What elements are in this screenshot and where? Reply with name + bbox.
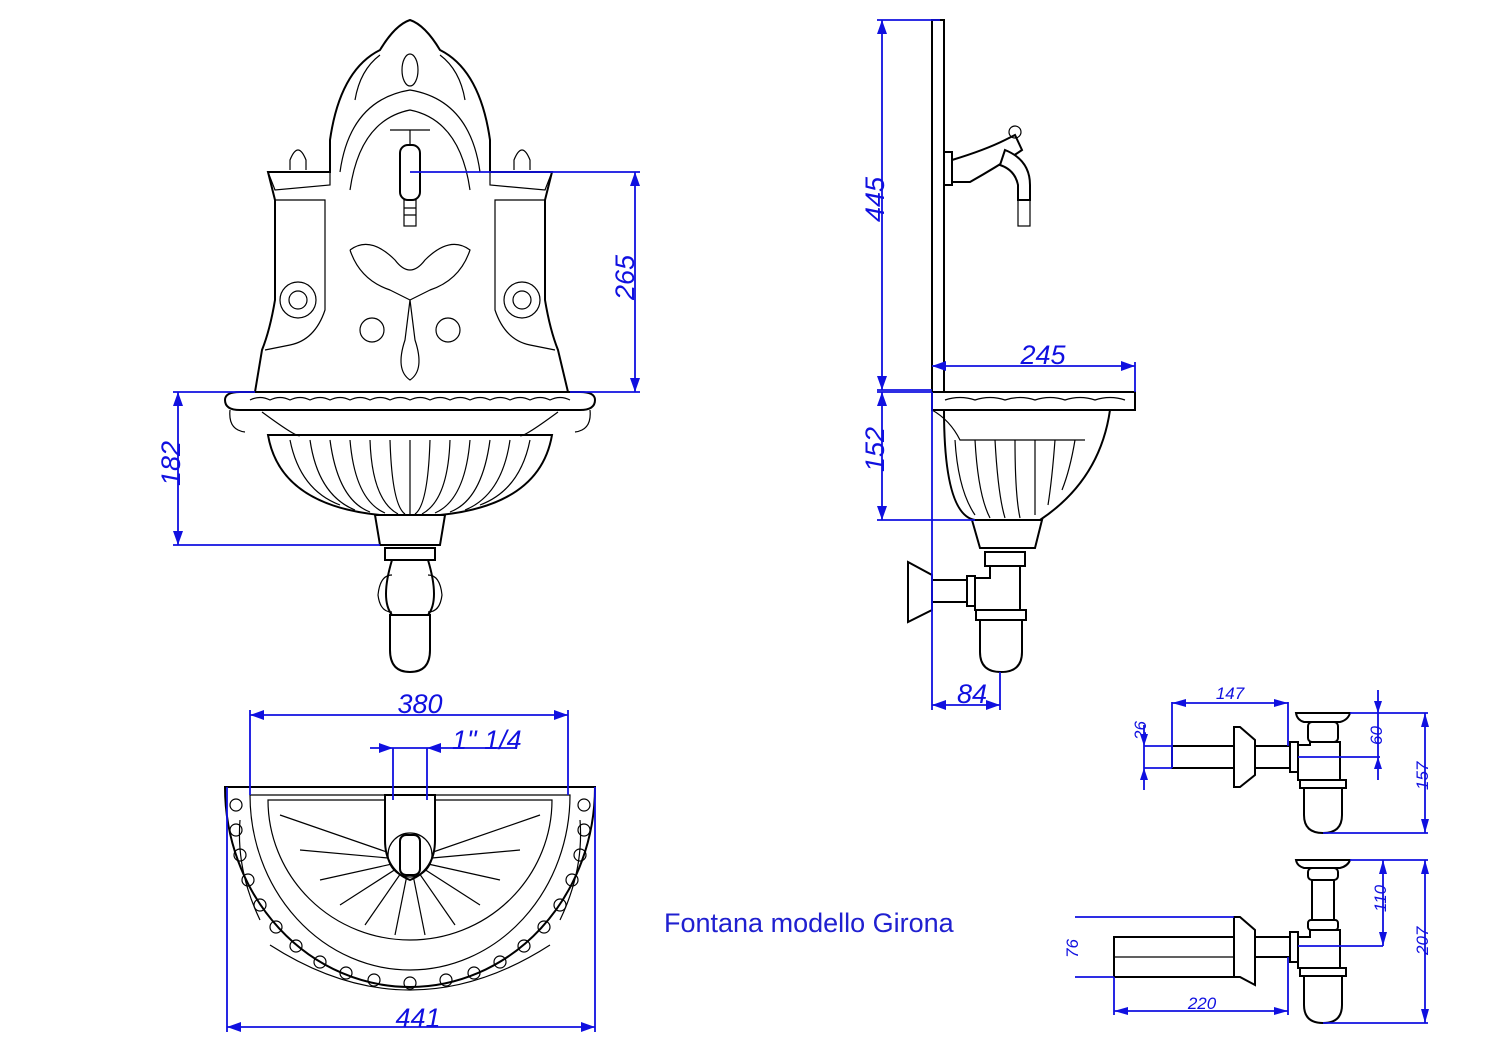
side-view: 445 245 152 84 — [860, 19, 1136, 710]
dimension-84: 84 — [932, 672, 1001, 710]
dim-siphon-short-outlet: 60 — [1367, 726, 1386, 745]
dim-drain-offset: 84 — [957, 679, 987, 709]
dim-outer-width: 441 — [395, 1003, 440, 1033]
dim-basin-height: 182 — [156, 441, 186, 486]
dimension-60: 60 — [1298, 690, 1386, 780]
dimension-152: 152 — [860, 391, 975, 521]
top-view: 380 1" 1/4 441 — [223, 689, 597, 1033]
dim-drain-size: 1" 1/4 — [452, 725, 522, 755]
dimension-drain: 1" 1/4 — [370, 725, 522, 800]
basin — [223, 391, 597, 516]
dimension-220: 220 — [1113, 957, 1289, 1015]
dimension-147: 147 — [1171, 684, 1289, 768]
siphon-long: 220 76 110 207 — [1063, 859, 1432, 1025]
dimension-76: 76 — [1063, 916, 1234, 978]
dim-siphon-long-outlet: 110 — [1371, 884, 1390, 912]
side-faucet — [943, 125, 1031, 227]
dim-inner-width: 380 — [397, 689, 442, 719]
dim-siphon-long-length: 220 — [1187, 994, 1217, 1013]
dim-tap-height: 265 — [610, 254, 640, 301]
dim-siphon-short-diameter: 26 — [1131, 721, 1150, 741]
dimension-380: 380 — [249, 689, 569, 795]
dim-siphon-short-length: 147 — [1216, 684, 1245, 703]
dim-side-basin-height: 152 — [860, 427, 890, 472]
dim-siphon-long-diameter: 76 — [1063, 939, 1082, 958]
dimension-110: 110 — [1298, 860, 1390, 947]
backplate — [253, 18, 570, 393]
side-trap — [907, 519, 1044, 674]
drain-trap — [373, 514, 447, 674]
dim-siphon-long-height: 207 — [1413, 926, 1432, 956]
siphon-short: 147 26 60 157 — [1131, 684, 1432, 835]
rim-beading — [229, 798, 591, 990]
dimension-245: 245 — [932, 340, 1136, 392]
front-view: 265 182 — [156, 18, 640, 674]
dimension-207: 207 — [1323, 859, 1432, 1024]
faucet — [390, 129, 430, 227]
side-basin — [931, 391, 1136, 521]
dimension-445: 445 — [860, 19, 940, 391]
dimension-26: 26 — [1131, 721, 1172, 790]
drawing-title: Fontana modello Girona — [664, 908, 955, 938]
dimension-157: 157 — [1323, 712, 1432, 834]
dim-backplate-height: 445 — [860, 176, 890, 222]
dimension-182: 182 — [156, 391, 380, 546]
dimension-265: 265 — [410, 171, 640, 393]
dimension-441: 441 — [226, 787, 596, 1033]
dim-siphon-short-height: 157 — [1413, 761, 1432, 790]
dim-depth: 245 — [1019, 340, 1066, 370]
